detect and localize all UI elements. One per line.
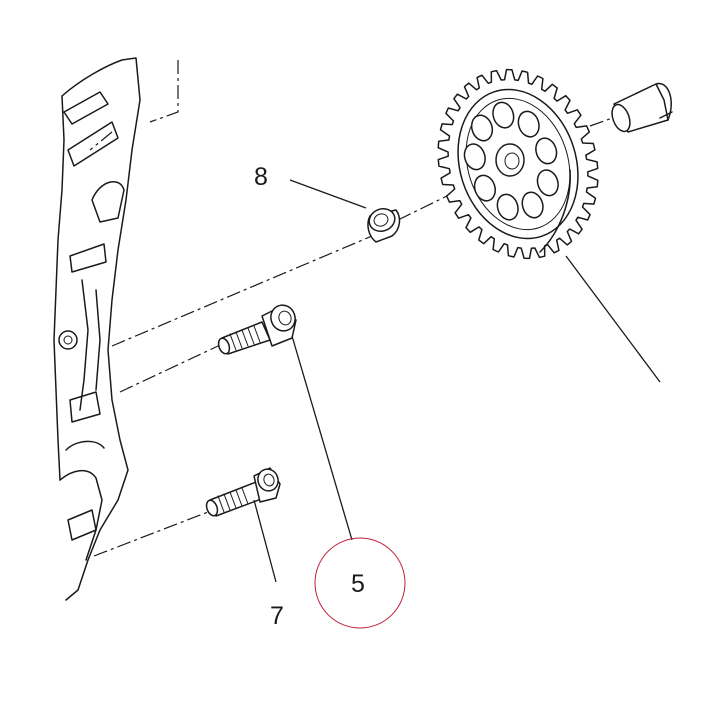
highlight-circle bbox=[314, 537, 406, 629]
sprocket-hole bbox=[473, 174, 496, 202]
engine-housing bbox=[53, 57, 179, 601]
callout-8: 8 bbox=[254, 163, 268, 191]
leader-lines bbox=[253, 179, 661, 583]
leader-5 bbox=[291, 335, 353, 541]
leader-7 bbox=[253, 499, 277, 583]
sprocket-hole bbox=[521, 191, 544, 219]
leader-8 bbox=[289, 179, 367, 209]
washer bbox=[367, 207, 401, 243]
sprocket-hole bbox=[492, 101, 515, 129]
sprocket-hole bbox=[470, 114, 494, 142]
sprocket-hole bbox=[535, 137, 558, 165]
callout-7: 7 bbox=[270, 602, 284, 630]
leader-sprocket bbox=[565, 255, 661, 383]
sprocket-hole bbox=[496, 193, 519, 221]
sprocket-hole bbox=[536, 169, 559, 197]
callout-5: 5 bbox=[351, 570, 365, 598]
sprocket-hole bbox=[463, 143, 486, 171]
bolt-upper bbox=[217, 304, 297, 355]
shaft bbox=[611, 82, 673, 133]
sprocket-gear bbox=[437, 68, 599, 260]
sprocket-hole bbox=[517, 110, 540, 138]
bolt-lower bbox=[205, 467, 281, 517]
